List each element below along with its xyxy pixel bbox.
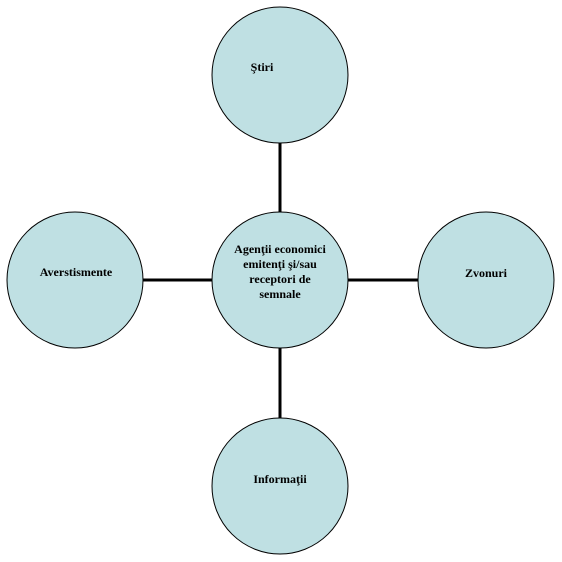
node-top-circle [211, 6, 349, 144]
node-center-label: Agenţii economici emitenţi şi/sau recept… [234, 242, 326, 301]
node-left-circle [6, 211, 144, 349]
node-bottom-circle [211, 417, 349, 555]
node-bottom-label: Informaţii [253, 471, 307, 486]
node-right-circle [417, 211, 555, 349]
node-right-label: Zvonuri [464, 265, 507, 280]
node-center-circle [211, 211, 349, 349]
node-left-label: Averstismente [39, 264, 113, 279]
node-top-label: Ştiri [250, 59, 274, 74]
